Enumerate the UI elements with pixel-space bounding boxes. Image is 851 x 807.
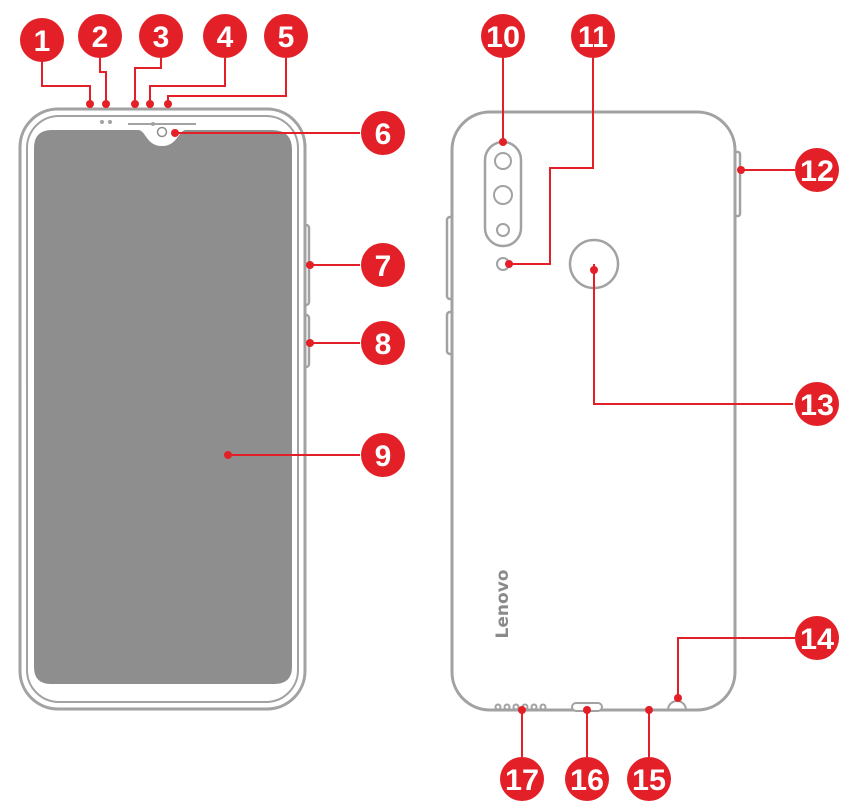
- camera-lens-2: [494, 186, 512, 204]
- callout-5: 5: [264, 14, 308, 58]
- svg-text:8: 8: [375, 328, 392, 361]
- svg-text:17: 17: [505, 764, 539, 797]
- callout-2: 2: [78, 14, 122, 58]
- svg-text:7: 7: [375, 250, 392, 283]
- sensor-dot-b: [108, 120, 112, 124]
- svg-text:4: 4: [217, 21, 234, 54]
- phone-back: Lenovo: [447, 112, 740, 711]
- callout-17: 17: [500, 757, 544, 801]
- callout-14: 14: [795, 616, 839, 660]
- svg-text:14: 14: [800, 623, 834, 656]
- callout-8: 8: [361, 321, 405, 365]
- screen: [34, 130, 292, 684]
- callout-1: 1: [20, 18, 64, 62]
- callout-12: 12: [795, 148, 839, 192]
- svg-text:16: 16: [570, 764, 604, 797]
- svg-text:6: 6: [375, 118, 392, 151]
- svg-text:10: 10: [486, 21, 520, 54]
- callout-13: 13: [795, 382, 839, 426]
- callout-9: 9: [361, 433, 405, 477]
- callout-3: 3: [139, 14, 183, 58]
- camera-lens-1: [495, 153, 511, 169]
- callout-6: 6: [361, 111, 405, 155]
- svg-text:1: 1: [34, 25, 51, 58]
- camera-lens-3: [497, 224, 509, 236]
- svg-text:3: 3: [153, 21, 170, 54]
- sensor-dot-a: [100, 120, 104, 124]
- sensor-dot-c: [151, 122, 155, 126]
- svg-text:5: 5: [278, 21, 295, 54]
- svg-text:12: 12: [800, 155, 834, 188]
- front-camera: [158, 128, 167, 137]
- callout-10: 10: [481, 14, 525, 58]
- brand-logo-text: Lenovo: [493, 570, 513, 639]
- phone-front: [20, 109, 309, 709]
- callout-4: 4: [203, 14, 247, 58]
- callout-7: 7: [361, 243, 405, 287]
- svg-text:15: 15: [632, 764, 666, 797]
- svg-text:13: 13: [800, 389, 834, 422]
- svg-text:9: 9: [375, 440, 392, 473]
- svg-text:2: 2: [92, 21, 109, 54]
- callout-11: 11: [571, 14, 615, 58]
- svg-text:11: 11: [578, 21, 608, 54]
- callout-16: 16: [565, 757, 609, 801]
- callout-15: 15: [627, 757, 671, 801]
